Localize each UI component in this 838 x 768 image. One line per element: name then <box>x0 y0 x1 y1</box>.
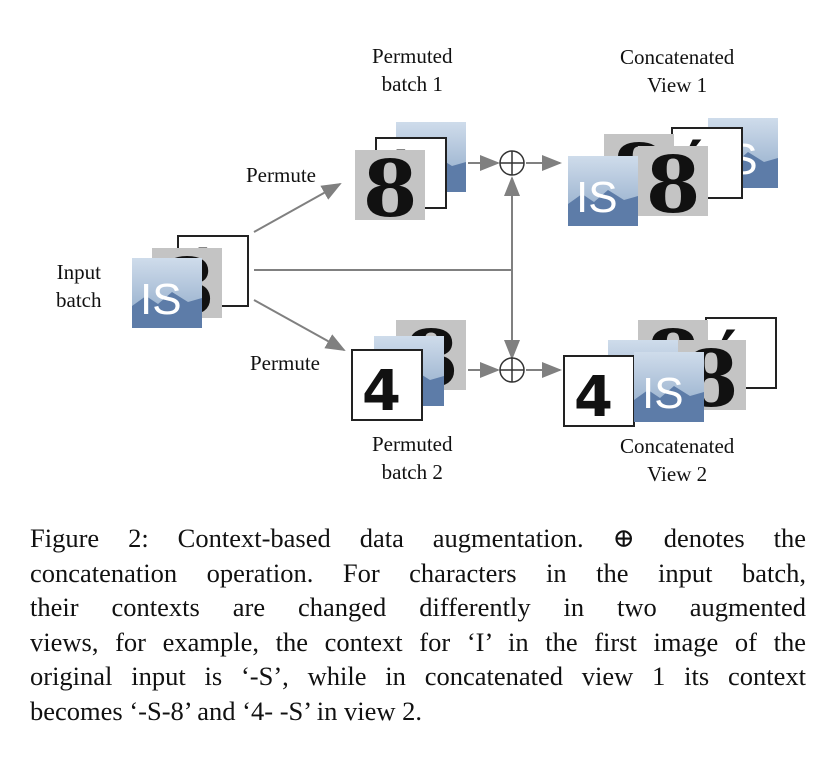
arrows <box>253 155 562 378</box>
c2-tile-four <box>563 355 635 431</box>
permuted-batch-1-line2: batch 1 <box>381 72 443 96</box>
concatenated-view-1-label: Concatenated View 1 <box>620 43 734 99</box>
concatenated-view-1-stack <box>568 118 778 231</box>
permuted-batch-1-label: Permuted batch 1 <box>372 42 452 98</box>
input-batch-label-line2: batch <box>56 288 102 312</box>
concatenated-view-2-label: Concatenated View 2 <box>620 432 734 488</box>
p2-tile-four <box>351 349 423 425</box>
input-batch-label-line1: Input <box>56 260 101 284</box>
permuted-batch-2-stack <box>351 314 466 425</box>
caption-line: becomes ‘-S-8’ and ‘4- -S’ in view 2. <box>30 695 422 726</box>
caption-line: Figure 2: Context-based data augmentatio… <box>30 523 806 553</box>
concatenated-view-1-line1: Concatenated <box>620 45 735 69</box>
permute-label-bottom: Permute <box>250 351 320 375</box>
p1-tile-eight <box>355 144 425 235</box>
input-batch-stack <box>132 234 249 333</box>
c1-tile-sky-front <box>568 156 638 226</box>
concatenated-view-2-line1: Concatenated <box>620 434 735 458</box>
permuted-batch-2-line1: Permuted <box>372 432 453 456</box>
permuted-batch-2-label: Permuted batch 2 <box>372 430 452 486</box>
permuted-batch-2-line2: batch 2 <box>381 460 443 484</box>
permute-label-top: Permute <box>246 163 316 187</box>
caption-line: their contexts are changed differently i… <box>30 592 806 622</box>
concatenated-view-2-line2: View 2 <box>647 462 708 486</box>
concatenated-view-2-stack <box>563 314 777 431</box>
c2-tile-sky-front <box>634 352 704 422</box>
concatenated-view-1-line2: View 1 <box>647 73 708 97</box>
permuted-batch-1-line1: Permuted <box>372 44 453 68</box>
permute-arrow-top <box>253 183 342 233</box>
caption-line: concatenation operation. For characters … <box>30 557 806 588</box>
augmentation-diagram: IS 8 4 ′ <box>132 118 778 431</box>
caption-line: original input is ‘-S’, while in concate… <box>30 661 806 691</box>
concat-op-2 <box>499 357 525 383</box>
caption-line: views, for example, the context for ‘I’ … <box>30 626 806 657</box>
c1-tile-eight-front <box>638 140 708 231</box>
input-batch-label: Input batch <box>56 258 101 314</box>
input-tile-sky <box>132 258 202 328</box>
permuted-batch-1-stack <box>355 122 466 235</box>
permute-arrow-bottom <box>253 299 346 351</box>
figure-caption: Figure 2: Context-based data augmentatio… <box>30 521 806 728</box>
concat-op-1 <box>499 150 525 176</box>
